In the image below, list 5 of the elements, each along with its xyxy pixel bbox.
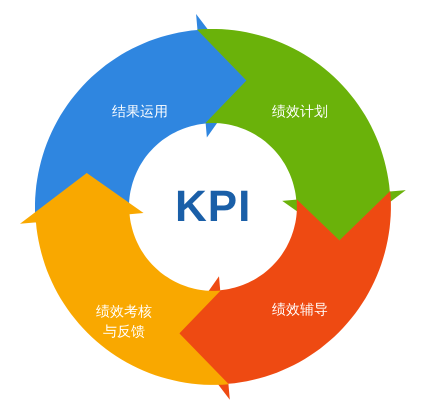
stage-label: 绩效考核与反馈 <box>94 302 153 342</box>
center-title: KPI <box>175 182 252 232</box>
stage-label: 结果运用 <box>110 102 169 122</box>
stage-label: 绩效计划 <box>270 102 329 122</box>
stage-label: 绩效辅导 <box>270 300 329 320</box>
